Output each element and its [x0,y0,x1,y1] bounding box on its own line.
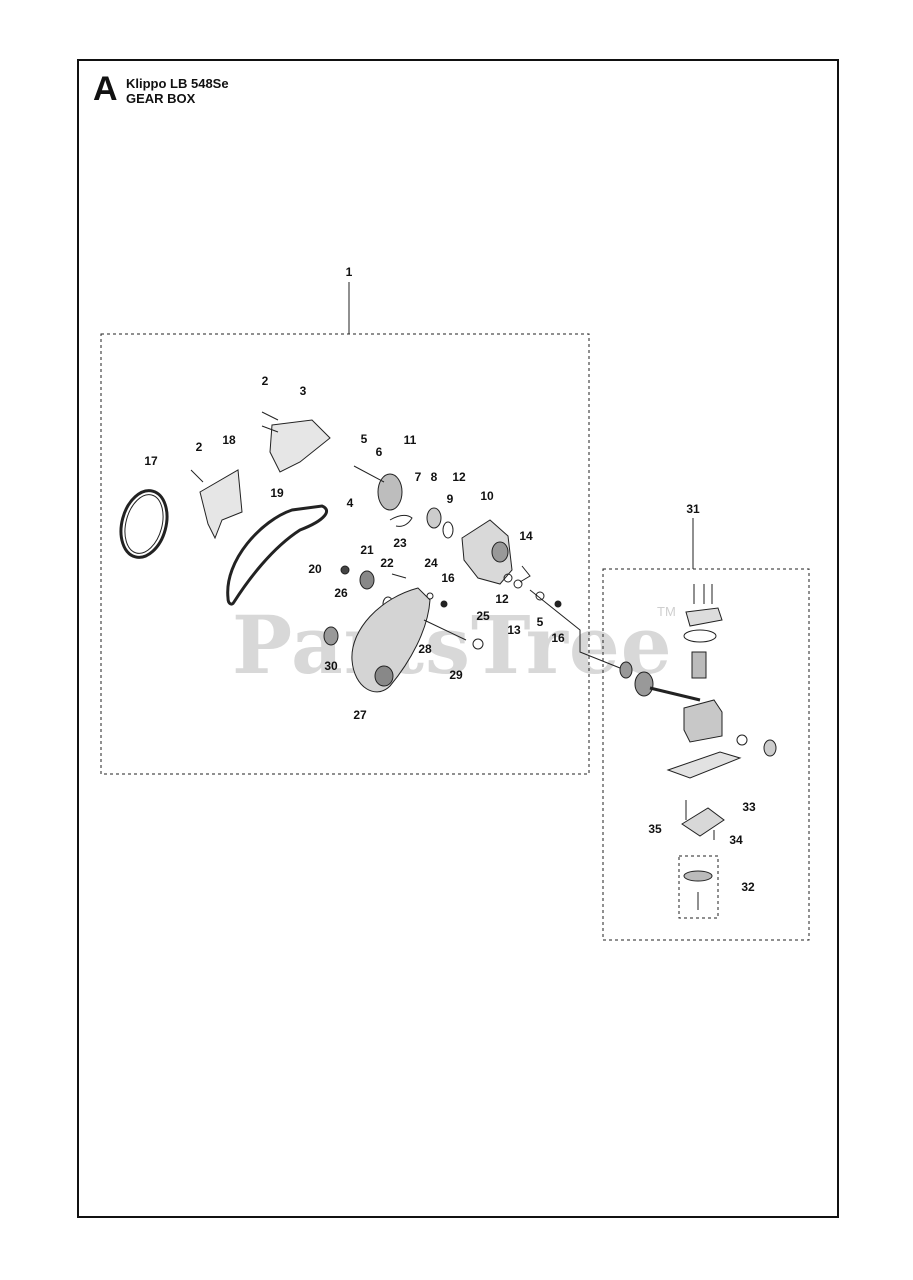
assembly-31-box [602,568,810,941]
callout-27: 27 [353,708,367,722]
washer-5b [535,591,545,601]
section-letter: A [93,70,118,108]
roller-30 [323,626,339,646]
callout-4: 4 [346,496,354,510]
watermark: PartsTree [232,598,673,692]
callout-10: 10 [480,489,494,503]
callout-8: 8 [430,470,438,484]
bracket-part [199,469,243,540]
ring-belt-inner [124,494,164,554]
arm-hub [374,665,394,687]
callout-33: 33 [742,800,756,814]
callout-14: 14 [519,529,533,543]
gearbox-housing [683,699,723,743]
callout-35: 35 [648,822,662,836]
callout-16b: 16 [551,631,565,645]
callout-7: 7 [414,470,422,484]
plate-part [685,607,723,627]
callout-30: 30 [324,659,338,673]
disc-32-part [683,870,713,882]
worm-gear-part [691,651,707,679]
housing-hub [491,541,509,563]
callout-18: 18 [222,433,236,447]
callout-9: 9 [446,492,454,506]
bearing-out [736,734,748,746]
callout-24: 24 [424,556,438,570]
callout-3: 3 [299,384,307,398]
callout-32: 32 [741,880,755,894]
bearing-21 [359,570,375,590]
bearing-in [619,661,633,679]
cover-part [269,419,331,473]
callout-6: 6 [375,445,383,459]
bearing-8 [426,507,442,529]
washer-24 [426,592,434,600]
callout-29: 29 [449,668,463,682]
screw-2a-b [261,425,279,433]
drive-belt-part [226,504,328,606]
watermark-tm: TM [657,604,676,619]
knob-25 [472,638,484,650]
ring-belt-part [119,489,169,559]
washer-13 [513,579,523,589]
callout-22: 22 [380,556,394,570]
clip-14 [519,565,531,583]
gasket-part [683,629,717,643]
ring-9 [442,521,454,539]
callout-12a: 12 [452,470,466,484]
callout-20: 20 [308,562,322,576]
screw-2b [190,469,204,483]
nut-20 [340,565,350,575]
section-title: GEAR BOX [126,91,196,106]
callout-17: 17 [144,454,158,468]
callout-26: 26 [334,586,348,600]
shaft-4 [353,465,385,483]
model-title: Klippo LB 548Se [126,76,229,91]
callout-5b: 5 [536,615,544,629]
callout-16a: 16 [441,571,455,585]
pin-23 [391,573,407,579]
callout-25: 25 [476,609,490,623]
callout-11: 11 [403,433,417,447]
nut-16a [440,600,448,608]
spring-part [389,514,413,527]
flange-33-part [681,807,725,837]
nut-16b [554,600,562,608]
callout-12b: 12 [495,592,509,606]
callout-21: 21 [360,543,374,557]
callout-23: 23 [393,536,407,550]
callout-13: 13 [507,623,521,637]
callout-31: 31 [686,502,700,516]
diagram-frame [77,59,839,1218]
callout-19: 19 [270,486,284,500]
screw-2a [261,411,279,421]
bolt-28 [423,619,467,641]
callout-2a: 2 [261,374,269,388]
output-shaft [649,686,701,702]
housing-part [461,519,513,585]
blade-bar-part [666,751,742,779]
alignment-line [529,589,621,669]
washer-12b [503,573,513,583]
pulley-part [377,473,403,511]
assembly-1-box [100,333,590,775]
gear-part [634,671,654,697]
arm-part [351,587,431,693]
callout-28: 28 [418,642,432,656]
callout-5a: 5 [360,432,368,446]
assembly-32-box [678,855,719,919]
callout-34: 34 [729,833,743,847]
callout-1: 1 [345,265,353,279]
end-cap [763,739,777,757]
callout-2b: 2 [195,440,203,454]
